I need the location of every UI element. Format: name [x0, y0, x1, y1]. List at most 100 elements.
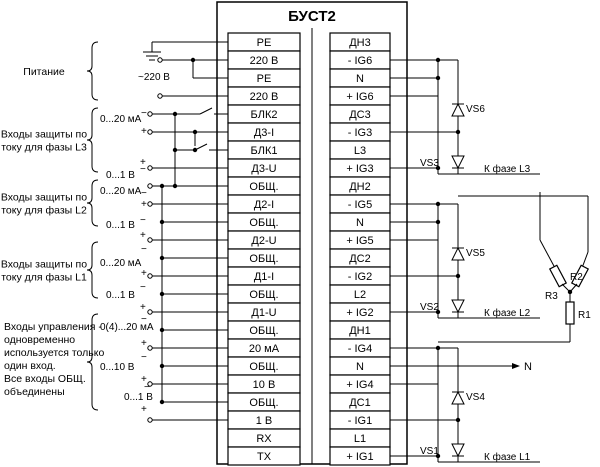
group-label: Все входы ОБЩ.	[4, 373, 86, 385]
resistor-icon	[565, 301, 575, 325]
terminal-circle	[157, 93, 163, 99]
left-terminal	[227, 446, 301, 466]
thyristor-icon	[451, 390, 465, 405]
right-terminal-label: - IG1	[348, 415, 372, 427]
terminal-circle	[147, 111, 153, 117]
polarity-label: +	[141, 374, 147, 385]
resistor-label: R3	[545, 291, 558, 302]
group-label: Входы защиты по	[1, 259, 87, 271]
junction-dot	[435, 453, 441, 459]
polarity-label: −	[144, 382, 150, 393]
terminal-circle	[147, 345, 153, 351]
junction-dot	[435, 219, 441, 225]
polarity-label: −	[141, 314, 147, 325]
junction-dot	[159, 183, 165, 189]
group-label: току для фазы L1	[1, 272, 87, 284]
resistor-icon	[570, 264, 590, 288]
junction-dot	[455, 129, 461, 135]
junction-dot	[159, 219, 165, 225]
neutral-label: N	[524, 361, 532, 373]
junction-dot	[192, 129, 198, 135]
polarity-label: −	[141, 188, 147, 199]
left-terminal-label: ОБЩ.	[249, 181, 278, 193]
thyristor-label: VS1	[420, 446, 439, 457]
resistor-icon	[548, 264, 568, 288]
right-terminal-label: L1	[354, 433, 366, 445]
right-terminal-label: - IG5	[348, 199, 372, 211]
left-terminal-label: Д2-U	[251, 235, 276, 247]
terminal-circle	[147, 183, 153, 189]
input-range-label: 0...1 В	[124, 392, 153, 403]
junction-dot	[455, 273, 461, 279]
left-terminal-label: 20 мА	[249, 343, 280, 355]
resistor-label: R2	[570, 272, 583, 283]
terminal-circle	[147, 309, 153, 315]
polarity-label: −	[141, 352, 147, 363]
right-terminal-label: ДС3	[349, 109, 371, 121]
junction-dot	[190, 57, 196, 63]
thyristor-icon	[451, 443, 465, 458]
thyristor-label: VS6	[466, 104, 485, 115]
group-brace	[86, 241, 99, 299]
right-terminal-label: - IG6	[348, 55, 372, 67]
junction-dot	[435, 345, 441, 351]
right-terminal-label: + IG5	[346, 235, 373, 247]
right-terminal-label: N	[356, 217, 364, 229]
thyristor-icon	[451, 102, 465, 117]
left-terminal-label: ОБЩ.	[249, 253, 278, 265]
junction-dot	[435, 165, 441, 171]
input-range-label: 0...1 В	[106, 220, 135, 231]
left-terminal-label: Д1-U	[251, 307, 276, 319]
ground-icon	[143, 41, 228, 61]
right-terminal-label: + IG2	[346, 307, 373, 319]
right-terminal-label: ДН2	[349, 181, 371, 193]
right-terminal-label: - IG3	[348, 127, 372, 139]
junction-dot	[435, 201, 441, 207]
left-terminal-label: ОБЩ.	[249, 397, 278, 409]
group-brace	[86, 313, 99, 411]
input-range-label: 0...20 мА	[100, 114, 142, 125]
left-terminal-label: ОБЩ.	[249, 361, 278, 373]
right-terminal-label: ДС1	[349, 397, 371, 409]
group-label: Входы защиты по	[1, 129, 87, 141]
polarity-label: +	[141, 199, 147, 210]
input-range-label: 0...20 мА	[100, 186, 142, 197]
right-terminal-label: ДС2	[349, 253, 371, 265]
left-terminal-label: PE	[257, 73, 272, 85]
voltage-label: ~220 В	[138, 72, 170, 83]
left-terminal-label: RX	[256, 433, 272, 445]
junction-dot	[567, 289, 573, 295]
junction-dot	[159, 291, 165, 297]
left-terminal-label: ОБЩ.	[249, 217, 278, 229]
terminal-circle	[147, 165, 153, 171]
left-terminal-label: ОБЩ.	[249, 325, 278, 337]
left-terminal-label: БЛК2	[251, 109, 278, 121]
right-terminal-label: + IG6	[346, 91, 373, 103]
right-terminal-label: ДН3	[349, 37, 371, 49]
junction-dot	[435, 309, 441, 315]
left-terminal-label: PE	[257, 37, 272, 49]
phase-label: К фазе L1	[484, 451, 531, 463]
polarity-label: +	[140, 230, 146, 241]
phase-label: К фазе L3	[484, 163, 531, 175]
right-terminal-label: L3	[354, 145, 366, 157]
polarity-label: −	[141, 108, 147, 119]
junction-dot	[159, 363, 165, 369]
phase-label: К фазе L2	[484, 307, 531, 319]
terminal-circle	[147, 381, 153, 387]
input-range-label: 0...1 В	[106, 170, 135, 181]
right-terminal-label: + IG1	[346, 451, 373, 463]
group-label: току для фазы L3	[1, 142, 87, 154]
junction-dot	[192, 147, 198, 153]
left-terminal-label: Д3-I	[254, 127, 274, 139]
polarity-label: +	[141, 268, 147, 279]
thyristor-icon	[451, 155, 465, 170]
junction-dot	[172, 147, 178, 153]
left-terminal-label: 10 В	[253, 379, 276, 391]
polarity-label: +	[141, 404, 147, 415]
terminal-circle	[147, 417, 153, 423]
group-label: Питание	[23, 66, 65, 78]
